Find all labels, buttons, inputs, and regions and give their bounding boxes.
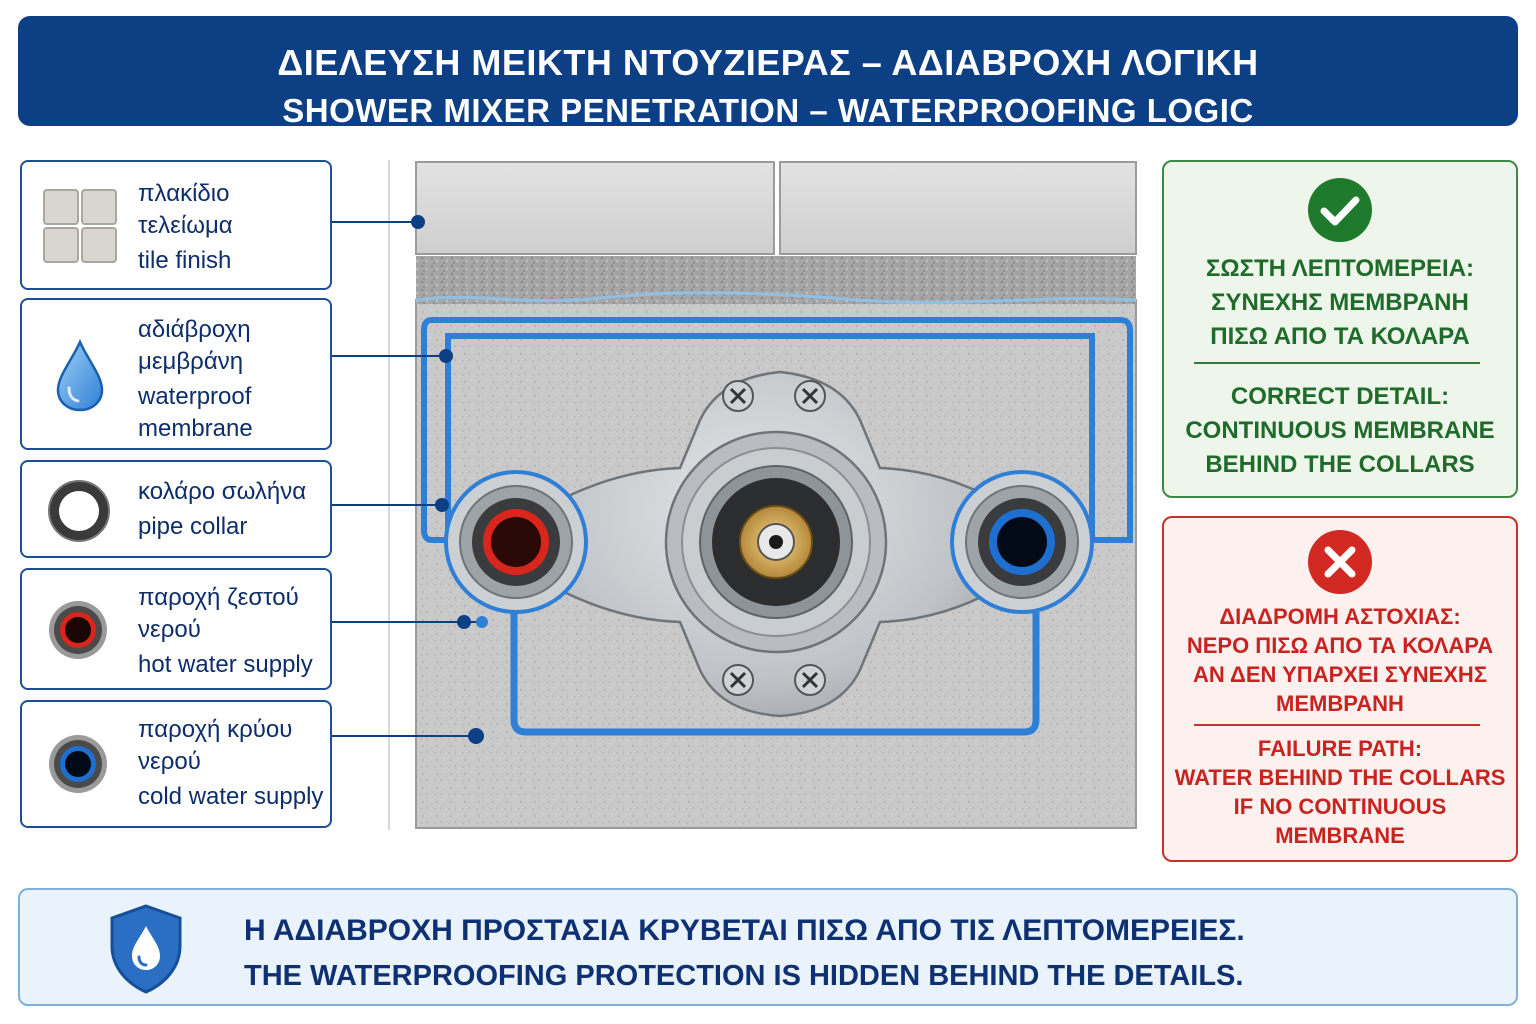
tile-adhesive-layer bbox=[416, 256, 1136, 304]
legend-tile-finish: πλακίδιο τελείωμα tile finish bbox=[20, 160, 332, 290]
cold-pipe-icon bbox=[49, 735, 107, 793]
footer-english-text: THE WATERPROOFING PROTECTION IS HIDDEN B… bbox=[244, 960, 1244, 992]
cold-water-inlet bbox=[950, 470, 1094, 614]
water-drop-icon bbox=[56, 338, 104, 412]
leader-line-tile bbox=[332, 215, 425, 229]
shield-water-icon bbox=[110, 904, 182, 994]
failure-english-text: FAILURE PATH: WATER BEHIND THE COLLARS I… bbox=[1174, 736, 1506, 848]
divider bbox=[1194, 724, 1480, 726]
correct-english-text: CORRECT DETAIL: CONTINUOUS MEMBRANE BEHI… bbox=[1185, 383, 1495, 478]
cross-icon bbox=[1308, 530, 1372, 594]
tile-icon bbox=[43, 189, 117, 263]
legend-membrane-label: αδιάβροχη μεμβράνη waterproof membrane bbox=[138, 316, 253, 442]
correct-detail-panel: ΣΩΣΤΗ ΛΕΠΤΟΜΕΡΕΙΑ: ΣΥΝΕΧΗΣ ΜΕΜΒΡΑΝΗ ΠΙΣΩ… bbox=[1162, 160, 1518, 498]
leader-line-hot bbox=[332, 615, 488, 629]
divider bbox=[1194, 362, 1480, 364]
legend-tile-label: πλακίδιο τελείωμα tile finish bbox=[138, 180, 233, 274]
failure-path-panel: ΔΙΑΔΡΟΜΗ ΑΣΤΟΧΙΑΣ: ΝΕΡΟ ΠΙΣΩ ΑΠΟ ΤΑ ΚΟΛΑ… bbox=[1162, 516, 1518, 862]
mounting-screw bbox=[794, 664, 826, 696]
tile bbox=[415, 161, 775, 255]
footer-greek-text: Η ΑΔΙΑΒΡΟΧΗ ΠΡΟΣΤΑΣΙΑ ΚΡΥΒΕΤΑΙ ΠΙΣΩ ΑΠΟ … bbox=[244, 914, 1245, 947]
legend-cold-water-supply: παροχή κρύου νερού cold water supply bbox=[20, 700, 332, 828]
legend-hot-label: παροχή ζεστού νερού hot water supply bbox=[138, 584, 313, 678]
leader-line-collar bbox=[332, 498, 449, 512]
legend-collar-label: κολάρο σωλήνα pipe collar bbox=[138, 478, 307, 540]
legend-cold-label: παροχή κρύου νερού cold water supply bbox=[138, 716, 324, 810]
mixer-cartridge bbox=[664, 430, 888, 654]
title-greek: ΔΙΕΛΕΥΣΗ ΜΕΙΚΤΗ ΝΤΟΥΖΙΕΡΑΣ – ΑΔΙΑΒΡΟΧΗ Λ… bbox=[277, 42, 1259, 83]
membrane-lower-loop bbox=[510, 610, 1040, 736]
footer-banner: Η ΑΔΙΑΒΡΟΧΗ ΠΡΟΣΤΑΣΙΑ ΚΡΥΒΕΤΑΙ ΠΙΣΩ ΑΠΟ … bbox=[18, 888, 1518, 1006]
legend-hot-water-supply: παροχή ζεστού νερού hot water supply bbox=[20, 568, 332, 690]
checkmark-icon bbox=[1308, 178, 1372, 242]
pipe-collar-icon bbox=[48, 480, 110, 542]
legend-waterproof-membrane: αδιάβροχη μεμβράνη waterproof membrane bbox=[20, 298, 332, 450]
title-banner: ΔΙΕΛΕΥΣΗ ΜΕΙΚΤΗ ΝΤΟΥΖΙΕΡΑΣ – ΑΔΙΑΒΡΟΧΗ Λ… bbox=[18, 16, 1518, 129]
mounting-screw bbox=[722, 664, 754, 696]
correct-greek-text: ΣΩΣΤΗ ΛΕΠΤΟΜΕΡΕΙΑ: ΣΥΝΕΧΗΣ ΜΕΜΒΡΑΝΗ ΠΙΣΩ… bbox=[1205, 255, 1475, 350]
tile bbox=[779, 161, 1137, 255]
mounting-screw bbox=[794, 380, 826, 412]
legend-pipe-collar: κολάρο σωλήνα pipe collar bbox=[20, 460, 332, 558]
continuous-membrane bbox=[421, 317, 1133, 543]
leader-line-membrane bbox=[332, 349, 453, 363]
hot-pipe-icon bbox=[49, 601, 107, 659]
title-english: SHOWER MIXER PENETRATION – WATERPROOFING… bbox=[282, 92, 1254, 129]
failure-greek-text: ΔΙΑΔΡΟΜΗ ΑΣΤΟΧΙΑΣ: ΝΕΡΟ ΠΙΣΩ ΑΠΟ ΤΑ ΚΟΛΑ… bbox=[1186, 604, 1494, 716]
hot-water-inlet bbox=[444, 470, 588, 614]
mounting-screw bbox=[722, 380, 754, 412]
leader-line-cold bbox=[332, 728, 484, 744]
